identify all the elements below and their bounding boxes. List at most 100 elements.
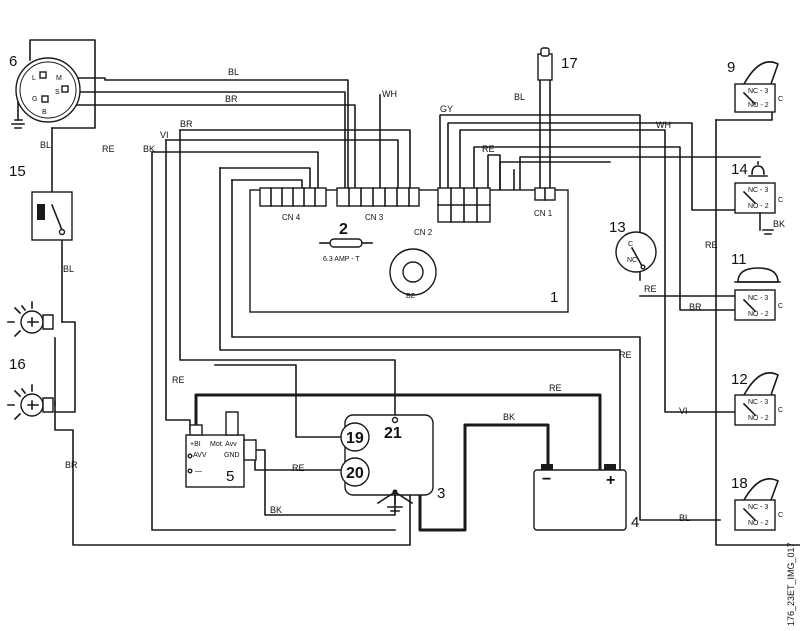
ms11-nc: NC - 3 xyxy=(748,295,768,302)
m5-gnd: GND xyxy=(224,452,240,459)
fuse-number: 2 xyxy=(339,221,348,238)
terminal-20: 20 xyxy=(346,465,364,482)
key-l-label: L xyxy=(32,75,36,82)
wire-re-right: RE xyxy=(705,240,718,250)
cn4-connector xyxy=(259,187,327,207)
num-15: 15 xyxy=(9,163,26,180)
ms12-no: NO - 2 xyxy=(748,415,769,422)
num-17: 17 xyxy=(561,55,578,72)
battery-4: − + 4 xyxy=(533,464,639,531)
m5-minus: — xyxy=(195,468,202,475)
sensor-nc: NC xyxy=(627,257,637,264)
ms11-c: C xyxy=(778,303,783,310)
wire-bk-batt: BK xyxy=(503,412,515,422)
wire-re-left: RE xyxy=(102,144,115,154)
cn1-label: CN 1 xyxy=(534,209,553,218)
fuse-2: 2 6.3 AMP - T xyxy=(319,221,373,263)
cn3-connector xyxy=(336,187,420,207)
board-number: 1 xyxy=(550,289,558,306)
m5-avv: AVV xyxy=(193,452,207,459)
ms18-nc: NC - 3 xyxy=(748,504,768,511)
wire-br-11: BR xyxy=(689,302,702,312)
key-m-label: M xyxy=(56,75,62,82)
module-5: +BI Mot. Avv AVV GND — 5 xyxy=(185,411,257,488)
key-s-label: S xyxy=(55,89,60,96)
wire-bk-14: BK xyxy=(773,219,785,229)
wire-bl-top: BL xyxy=(228,67,239,77)
wire-re-center: RE xyxy=(619,350,632,360)
wire-bl-18: BL xyxy=(679,513,690,523)
motor-number: 3 xyxy=(437,485,445,502)
key-b-label: B xyxy=(42,109,47,116)
wire-wh-right: WH xyxy=(656,120,671,130)
ms9-nc: NC - 3 xyxy=(748,88,768,95)
num-6: 6 xyxy=(9,53,17,70)
key-g-label: G xyxy=(32,96,37,103)
switch-15 xyxy=(31,191,73,241)
ms18-no: NO - 2 xyxy=(748,520,769,527)
cn3-label: CN 3 xyxy=(365,213,384,222)
battery-minus: − xyxy=(542,471,551,488)
wire-re-5: RE xyxy=(172,375,185,385)
wire-bl-left: BL xyxy=(40,140,51,150)
terminal-21: 21 xyxy=(384,425,402,442)
cn4-label: CN 4 xyxy=(282,213,301,222)
wire-bl-15: BL xyxy=(63,264,74,274)
num-16: 16 xyxy=(9,356,26,373)
buzzer-bz: BZ xyxy=(389,248,437,300)
wire-gy: GY xyxy=(440,104,453,114)
image-code: 176_23ET_IMG_017 xyxy=(786,542,796,626)
lamps-16 xyxy=(7,301,54,421)
wire-re-13: RE xyxy=(644,284,657,294)
buzzer-label: BZ xyxy=(406,293,416,300)
module-number: 5 xyxy=(226,468,234,485)
wire-vi: VI xyxy=(160,130,169,140)
sensor-c: C xyxy=(628,241,633,248)
battery-number: 4 xyxy=(631,514,639,531)
microswitch-11: NC - 3 NO - 2 C xyxy=(734,267,783,321)
ms12-nc: NC - 3 xyxy=(748,399,768,406)
wire-vi-12: VI xyxy=(679,406,688,416)
wire-br-bottom: BR xyxy=(65,460,78,470)
wire-br-left: BR xyxy=(180,119,193,129)
microswitch-12: NC - 3 NO - 2 C xyxy=(734,372,783,426)
wire-bl-cn1: BL xyxy=(514,92,525,102)
sensor-13: C NC xyxy=(615,231,657,273)
cn2-label: CN 2 xyxy=(414,228,433,237)
wire-re-batt: RE xyxy=(549,383,562,393)
wire-re-20: RE xyxy=(292,463,305,473)
ms14-nc: NC - 3 xyxy=(748,187,768,194)
cn2-connector xyxy=(437,187,491,223)
microswitch-9: NC - 3 NO - 2 C xyxy=(734,61,783,113)
ms11-no: NO - 2 xyxy=(748,311,769,318)
num-11: 11 xyxy=(731,251,747,268)
cn1-connector xyxy=(534,187,556,201)
m5-bi: +BI xyxy=(190,441,201,448)
wire-bk-5: BK xyxy=(270,505,282,515)
microswitch-14: NC - 3 NO - 2 C xyxy=(734,161,783,235)
battery-plus: + xyxy=(606,472,615,489)
num-18: 18 xyxy=(731,475,748,492)
num-9: 9 xyxy=(727,59,735,76)
wire-br-top: BR xyxy=(225,94,238,104)
ms9-no: NO - 2 xyxy=(748,102,769,109)
motor-3: 19 20 21 3 xyxy=(340,414,445,512)
control-board-1: CN 4 CN 3 CN 2 CN 1 2 6.3 AMP - T BZ 1 xyxy=(249,187,569,313)
wire-paths xyxy=(11,39,800,546)
key-switch-6: L M S G B xyxy=(15,57,81,123)
m5-motavv: Mot. Avv xyxy=(210,441,237,448)
ms14-no: NO - 2 xyxy=(748,203,769,210)
ms9-c: C xyxy=(778,96,783,103)
microswitch-18: NC - 3 NO - 2 C xyxy=(734,478,783,531)
num-13: 13 xyxy=(609,219,626,236)
wire-wh-top: WH xyxy=(382,89,397,99)
ms12-c: C xyxy=(778,407,783,414)
component-numbers: 6 15 16 17 13 9 14 11 12 18 xyxy=(9,53,748,492)
num-12: 12 xyxy=(731,371,748,388)
wire-re-cn2: RE xyxy=(482,144,495,154)
ms18-c: C xyxy=(778,512,783,519)
wire-labels: BL BR WH GY BL WH VI BR BK RE BL BL RE R… xyxy=(40,67,785,523)
lamp-17 xyxy=(537,47,553,81)
num-14: 14 xyxy=(731,161,748,178)
